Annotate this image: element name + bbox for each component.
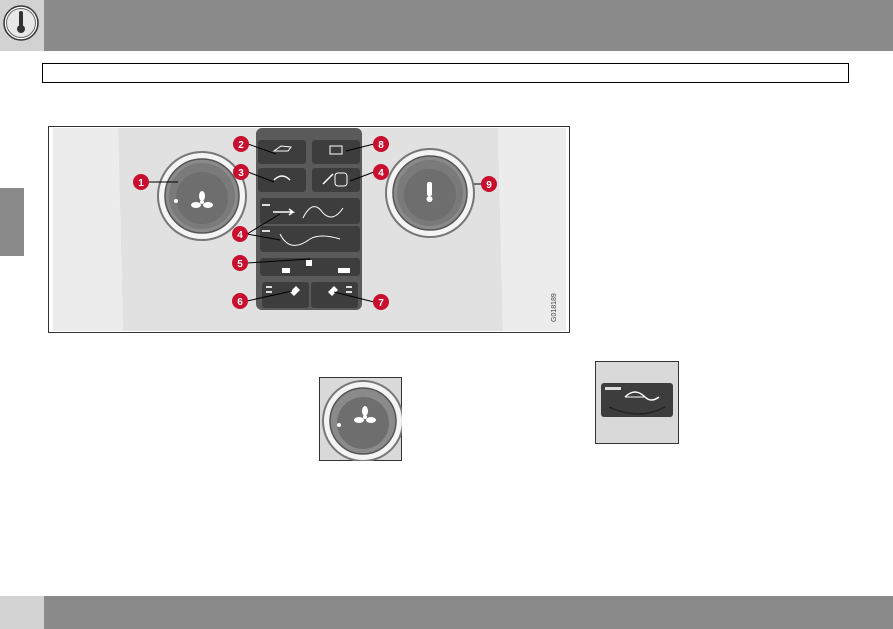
temperature-knob	[385, 148, 475, 238]
callout-2: 2	[233, 136, 249, 152]
footer-bar	[44, 596, 893, 629]
fan-knob-thumbnail	[319, 377, 402, 461]
header-icon-box	[0, 0, 44, 51]
svg-text:5: 5	[237, 259, 243, 270]
air-recirculation-icon	[624, 391, 660, 401]
svg-text:7: 7	[378, 298, 384, 309]
callout-leaders	[148, 143, 482, 303]
svg-text:6: 6	[237, 297, 243, 308]
svg-text:1: 1	[138, 178, 144, 189]
header-bar	[44, 0, 893, 51]
callout-5: 5	[232, 255, 248, 271]
svg-text:9: 9	[486, 180, 492, 191]
callout-4-right: 4	[373, 164, 389, 180]
callout-3: 3	[233, 164, 249, 180]
thermometer-icon	[3, 5, 39, 41]
fan-icon	[191, 191, 213, 208]
callout-7: 7	[373, 294, 389, 310]
callout-9: 9	[481, 176, 497, 192]
callout-markers: 1 2 3 4 5 6 7 8 4 9	[133, 136, 497, 310]
callout-4-left: 4	[232, 226, 248, 242]
svg-text:4: 4	[237, 230, 243, 241]
center-button-stack	[256, 128, 362, 310]
image-code: G018189	[551, 293, 558, 322]
thermometer-icon	[426, 182, 433, 202]
footer-left-box	[0, 596, 44, 629]
svg-text:3: 3	[238, 168, 244, 179]
section-heading-box	[42, 63, 849, 83]
fan-icon	[354, 406, 376, 423]
chapter-tab	[0, 188, 24, 256]
svg-text:2: 2	[238, 140, 244, 151]
svg-text:8: 8	[378, 140, 384, 151]
callout-6: 6	[232, 293, 248, 309]
recirculation-button-thumbnail	[595, 361, 679, 444]
svg-text:4: 4	[378, 168, 384, 179]
climate-control-panel-figure: 1 2 3 4 5 6 7 8 4 9 G018189	[48, 126, 570, 333]
callout-1: 1	[133, 174, 149, 190]
fan-speed-knob	[157, 151, 247, 241]
callout-8: 8	[373, 136, 389, 152]
